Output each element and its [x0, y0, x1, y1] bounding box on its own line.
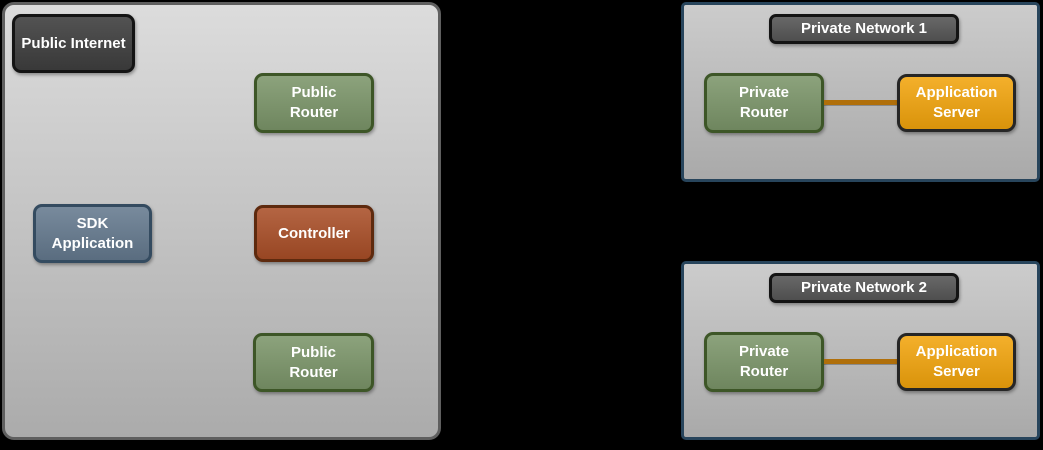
public-internet-label: Public Internet: [12, 14, 135, 73]
private-network-2-label: Private Network 2: [769, 273, 959, 303]
router-server-link-1: [824, 100, 898, 105]
application-server-1-node: Application Server: [897, 74, 1016, 132]
private-network-1-label: Private Network 1: [769, 14, 959, 44]
public-router-bottom-node: Public Router: [253, 333, 374, 392]
private-router-1-node: Private Router: [704, 73, 824, 133]
public-internet-zone: Public Internet Public Router SDK Applic…: [2, 2, 441, 440]
private-network-2: Private Network 2 Private Router Applica…: [681, 261, 1040, 440]
public-router-top-node: Public Router: [254, 73, 374, 133]
private-network-1: Private Network 1 Private Router Applica…: [681, 2, 1040, 182]
router-server-link-2: [824, 359, 898, 364]
application-server-2-node: Application Server: [897, 333, 1016, 391]
sdk-application-node: SDK Application: [33, 204, 152, 263]
private-router-2-node: Private Router: [704, 332, 824, 392]
controller-node: Controller: [254, 205, 374, 262]
